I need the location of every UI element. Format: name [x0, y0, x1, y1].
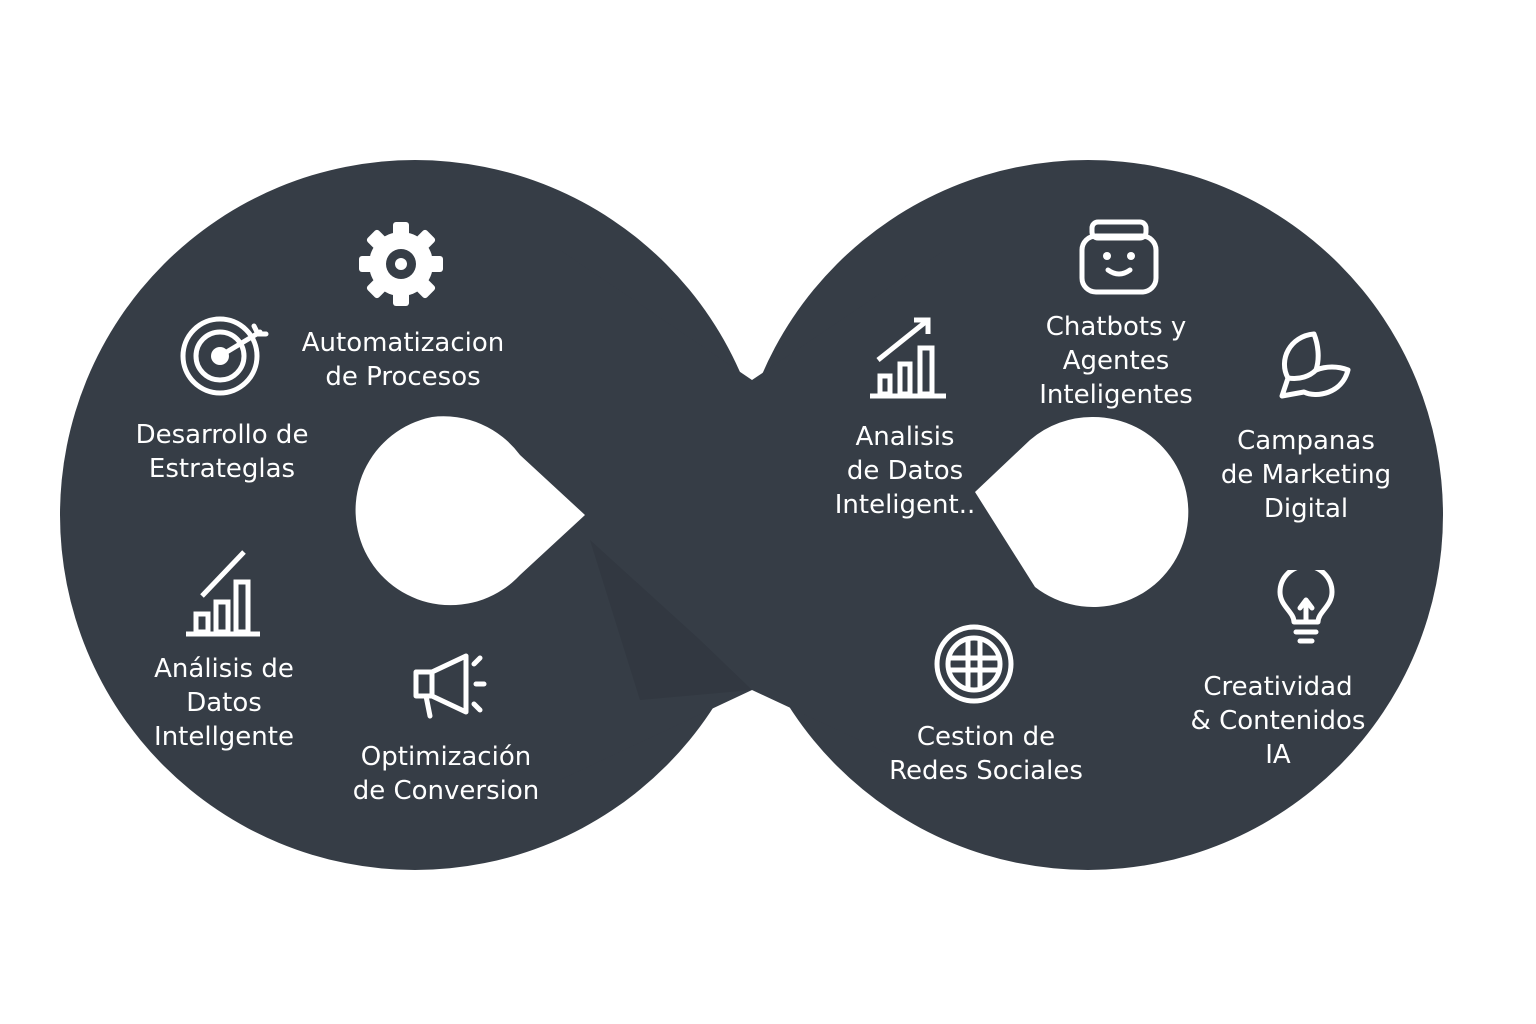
megaphone-icon	[413, 653, 487, 719]
label-line: Creatividad	[1203, 672, 1353, 702]
label-line: de Marketing	[1220, 460, 1392, 490]
bar-chart-icon	[186, 550, 260, 637]
label-line: Automatizacion	[301, 328, 505, 358]
label-automatizacion: Automatizacion de Procesos	[302, 326, 505, 394]
robot-icon	[1079, 219, 1159, 295]
label-line: Análisis de	[154, 654, 294, 684]
label-line: Desarrollo de	[135, 420, 309, 450]
target-icon	[180, 316, 269, 396]
label-line: Inteligent..	[834, 490, 976, 520]
label-line: Campanas	[1237, 426, 1375, 456]
label-line: Digital	[1263, 494, 1349, 524]
label-line: Chatbots y	[1045, 312, 1187, 342]
label-line: & Contenidos	[1190, 706, 1366, 736]
label-line: IA	[1265, 740, 1291, 770]
label-line: Datos	[186, 688, 262, 718]
label-line: Intellgente	[154, 722, 294, 752]
leaf-icon	[1279, 331, 1351, 399]
growth-chart-icon	[870, 317, 946, 399]
label-line: Estrateglas	[148, 454, 296, 484]
label-optimizacion: Optimización de Conversion	[353, 740, 540, 808]
lightbulb-icon	[1277, 570, 1335, 644]
label-line: Inteligentes	[1039, 380, 1193, 410]
label-line: Agentes	[1062, 346, 1170, 376]
label-line: de Procesos	[325, 362, 481, 392]
label-line: Analisis	[855, 422, 955, 452]
label-line: Cestion de	[916, 722, 1056, 752]
left-hole	[355, 416, 585, 606]
label-estrategias: Desarrollo de Estrateglas	[136, 418, 309, 486]
label-redes-sociales: Cestion de Redes Sociales	[889, 720, 1083, 788]
label-line: Optimización	[360, 742, 532, 772]
globe-icon	[934, 624, 1014, 704]
gear-icon	[359, 222, 443, 306]
label-line: Redes Sociales	[889, 756, 1083, 786]
label-line: de Conversion	[352, 776, 540, 806]
right-hole	[975, 416, 1189, 607]
label-line: de Datos	[846, 456, 964, 486]
